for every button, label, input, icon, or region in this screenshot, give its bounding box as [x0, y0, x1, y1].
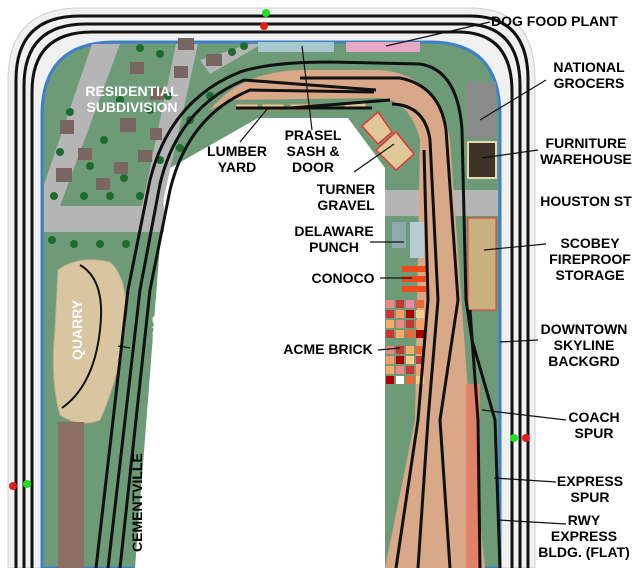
label-delaware-punch-1: DELAWARE	[294, 223, 373, 239]
label-residential-2: SUBDIVISION	[86, 99, 177, 115]
roadbed	[210, 70, 485, 568]
label-national-grocers-2: GROCERS	[554, 75, 625, 91]
label-furniture-warehouse-2: WAREHOUSE	[540, 151, 632, 167]
label-coach-spur-2: SPUR	[575, 425, 614, 441]
street-north	[142, 44, 198, 206]
furniture-warehouse-bldg	[467, 141, 497, 179]
quarry-track	[61, 264, 103, 409]
label-rwy-express-3: BLDG. (FLAT)	[538, 544, 630, 560]
delaware-punch-bldg	[392, 222, 406, 248]
delaware-punch-tank	[410, 222, 424, 258]
label-express-spur-1: EXPRESS	[557, 473, 623, 489]
label-national-grocers-1: NATIONAL	[553, 59, 625, 75]
label-acme-brick: ACME BRICK	[283, 341, 372, 357]
label-cementville: CEMENTVILLE	[129, 453, 145, 552]
cementville-plant	[58, 422, 84, 568]
national-grocers-bldg	[466, 82, 496, 138]
label-residential-1: RESIDENTIAL	[85, 83, 179, 99]
label-downtown-skyline-3: BACKGRD	[548, 353, 620, 369]
inner-tracks	[94, 60, 502, 568]
label-prasel-1: PRASEL	[285, 127, 342, 143]
conoco-tanks	[402, 266, 426, 292]
signal-red-left	[9, 482, 17, 490]
label-scobey-3: STORAGE	[556, 267, 625, 283]
aisle	[135, 118, 385, 568]
residential-houses	[56, 38, 222, 190]
label-adams-siding: ADAMS SIDING	[149, 314, 165, 418]
signal-red-right	[522, 434, 530, 442]
signal-green-left	[23, 480, 31, 488]
label-rwy-express-1: RWY	[568, 512, 601, 528]
label-conoco: CONOCO	[312, 270, 375, 286]
label-turner-gravel-1: TURNER	[317, 181, 375, 197]
rwy-express-bldg	[466, 384, 480, 568]
label-downtown-skyline-2: SKYLINE	[554, 337, 615, 353]
signal-red-top	[260, 22, 268, 30]
street-diagonal	[44, 44, 120, 206]
leader-lines	[117, 21, 567, 525]
label-quarry: QUARRY	[69, 299, 85, 360]
outer-mainlines	[14, 14, 530, 568]
dog-food-plant-b	[346, 42, 420, 52]
label-delaware-punch-2: PUNCH	[309, 239, 359, 255]
trees	[48, 42, 248, 248]
label-lumber-yard-2: YARD	[218, 159, 256, 175]
label-scobey-2: FIREPROOF	[549, 251, 631, 267]
street-west	[44, 206, 164, 232]
street-ne	[200, 44, 262, 74]
dog-food-plant-a	[258, 42, 334, 52]
turner-gravel-bins	[360, 110, 416, 172]
label-furniture-warehouse-1: FURNITURE	[546, 135, 627, 151]
label-dog-food-plant: DOG FOOD PLANT	[491, 13, 618, 29]
signal-green-top	[262, 9, 270, 17]
label-houston-st: HOUSTON ST	[540, 193, 632, 209]
label-lumber-yard-1: LUMBER	[207, 143, 267, 159]
label-downtown-skyline-1: DOWNTOWN	[541, 321, 628, 337]
quarry-area	[52, 259, 127, 424]
label-turner-gravel-2: GRAVEL	[317, 197, 375, 213]
label-coach-spur-1: COACH	[568, 409, 619, 425]
label-rwy-express-2: EXPRESS	[551, 528, 617, 544]
scobey-storage-bldg	[467, 217, 497, 311]
label-prasel-3: DOOR	[292, 159, 334, 175]
signal-green-right	[510, 434, 518, 442]
label-scobey-1: SCOBEY	[560, 235, 620, 251]
label-prasel-2: SASH &	[287, 143, 340, 159]
label-express-spur-2: SPUR	[571, 489, 610, 505]
